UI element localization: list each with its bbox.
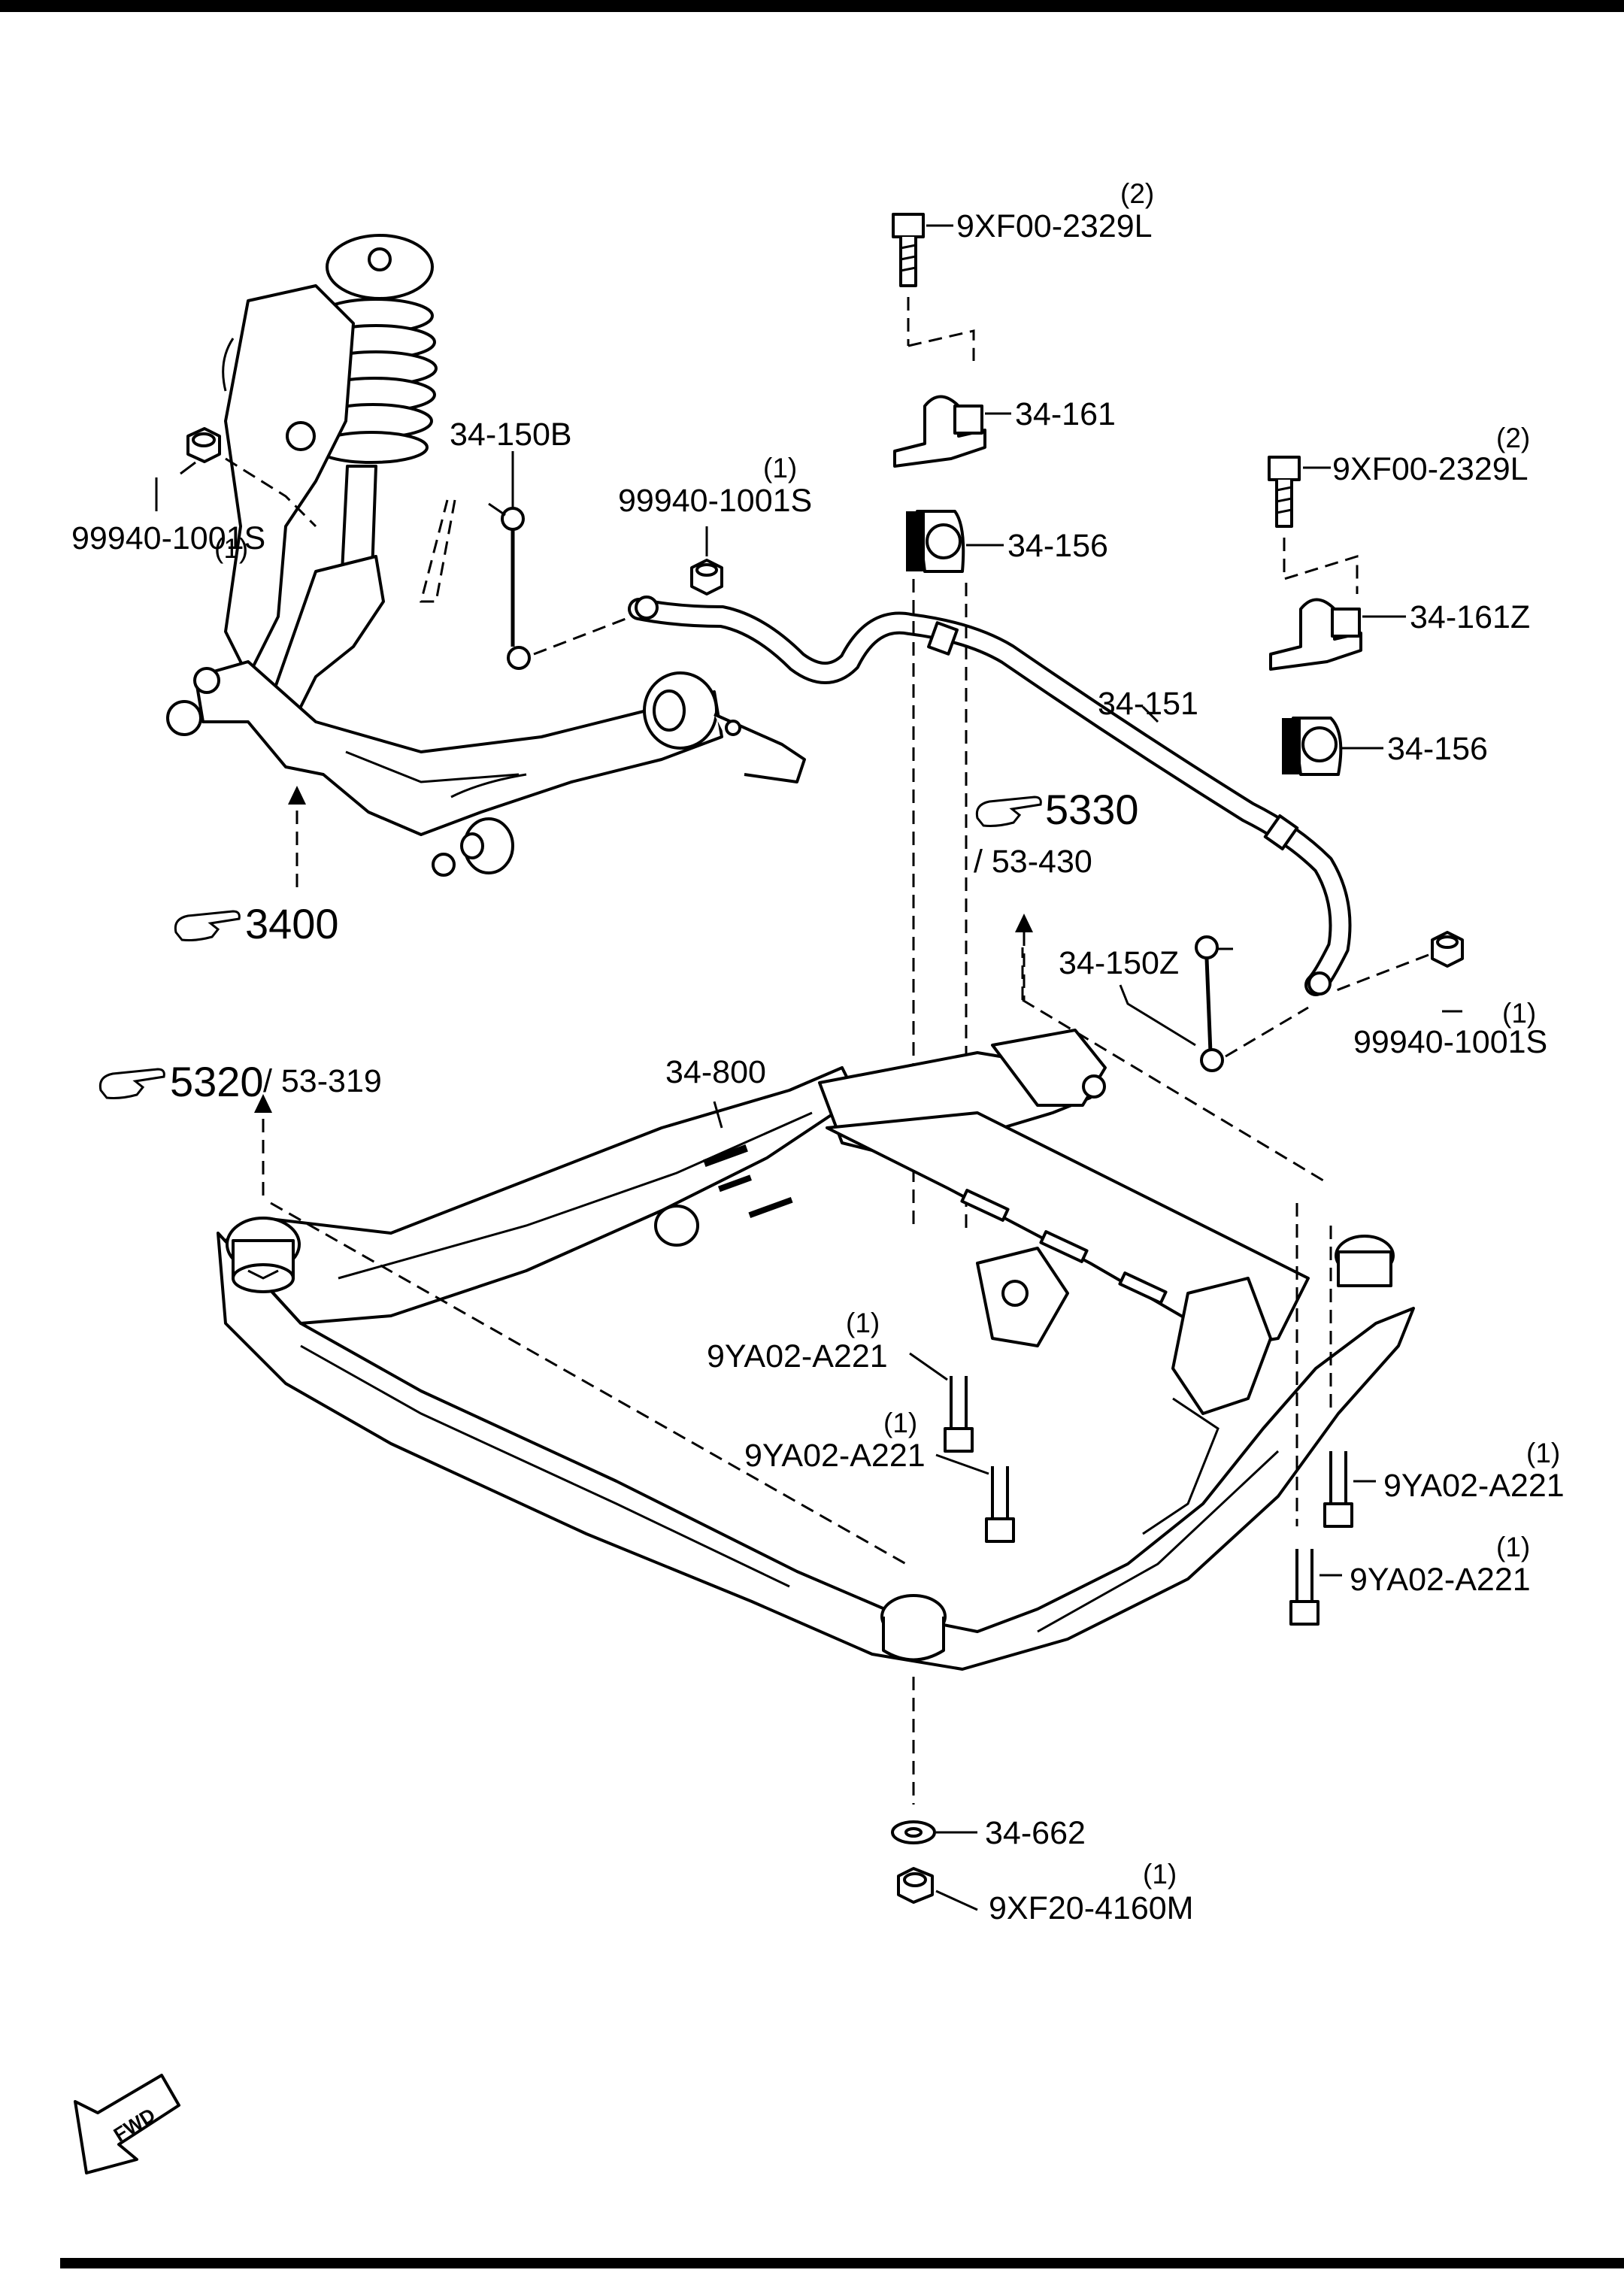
bolt-right-icon (1268, 456, 1301, 528)
bolt-a4-label: 9YA02-A221 (1350, 1562, 1531, 1598)
strut-knuckle-lower-arm-assembly (166, 234, 806, 877)
bolt-right-qty: (2) (1496, 423, 1530, 453)
ref-5330-label[interactable]: 5330 (1045, 786, 1139, 833)
washer-icon (891, 1820, 936, 1844)
link-left-label: 34-150B (450, 417, 572, 453)
clamp-label: 34-161 (1015, 396, 1116, 432)
ref-5330-sub-label[interactable]: / 53-430 (974, 844, 1092, 880)
pointing-hand-icon (174, 910, 241, 941)
ref-3400-label[interactable]: 3400 (245, 900, 339, 947)
nut-right-icon (1431, 931, 1464, 968)
nut-left-icon (186, 427, 221, 463)
bolt-a4-qty: (1) (1496, 1532, 1530, 1562)
clamp-icon (893, 395, 986, 468)
bushing-right-icon (1282, 717, 1343, 776)
bolt-a3-icon (1323, 1451, 1353, 1528)
pointing-hand-icon (98, 1068, 165, 1099)
top-border (0, 0, 1624, 12)
nut-bottom-icon (897, 1867, 934, 1904)
bolt-a3-qty: (1) (1526, 1438, 1560, 1468)
bolt-right-label: 9XF00-2329L (1332, 451, 1529, 487)
nut-left-qty: (1) (214, 533, 248, 564)
washer-label: 34-662 (985, 1815, 1086, 1851)
crossmember (217, 1029, 1415, 1671)
bushing-left-icon (906, 510, 965, 573)
nut-mid-icon (690, 559, 723, 596)
bolt-top-label: 9XF00-2329L (956, 208, 1153, 244)
bushing-right-label: 34-156 (1387, 731, 1488, 767)
clamp-right-label: 34-161Z (1410, 599, 1530, 635)
ref-5320-label[interactable]: 5320 (170, 1058, 264, 1105)
bolt-a3-label: 9YA02-A221 (1383, 1468, 1565, 1504)
stabilizer-label: 34-151 (1098, 686, 1198, 722)
nut-right-label: 99940-1001S (1353, 1024, 1547, 1060)
bolt-a2-qty: (1) (883, 1408, 917, 1438)
bottom-border (60, 2258, 1624, 2268)
nut-right-qty: (1) (1502, 998, 1536, 1029)
ref-5320-sub-label[interactable]: / 53-319 (263, 1063, 382, 1099)
fwd-arrow-icon: FWD (74, 2074, 180, 2174)
bolt-a1-qty: (1) (846, 1308, 880, 1338)
stabilizer-link-left (488, 502, 531, 670)
clamp-right-icon (1269, 598, 1362, 671)
stabilizer-link-right (1195, 935, 1233, 1072)
bolt-a2-icon (985, 1466, 1015, 1543)
nut-left-label: 99940-1001S (71, 520, 265, 556)
bolt-a4-icon (1289, 1549, 1320, 1626)
bushing-left-label: 34-156 (1007, 528, 1108, 564)
bolt-top-qty: (2) (1120, 178, 1154, 209)
stabilizer-bar (628, 596, 1352, 996)
nut-mid-qty: (1) (763, 453, 797, 483)
pointing-hand-icon (975, 796, 1042, 827)
bolt-a2-label: 9YA02-A221 (744, 1438, 926, 1474)
nut-bottom-qty: (1) (1143, 1859, 1177, 1890)
nut-bottom-label: 9XF20-4160M (989, 1890, 1194, 1926)
bolt-a1-icon (944, 1376, 974, 1453)
crossmember-label: 34-800 (665, 1054, 766, 1090)
nut-mid-label: 99940-1001S (618, 483, 812, 519)
bolt-top-icon (892, 213, 925, 287)
link-right-label: 34-150Z (1059, 945, 1179, 981)
bolt-a1-label: 9YA02-A221 (707, 1338, 888, 1374)
